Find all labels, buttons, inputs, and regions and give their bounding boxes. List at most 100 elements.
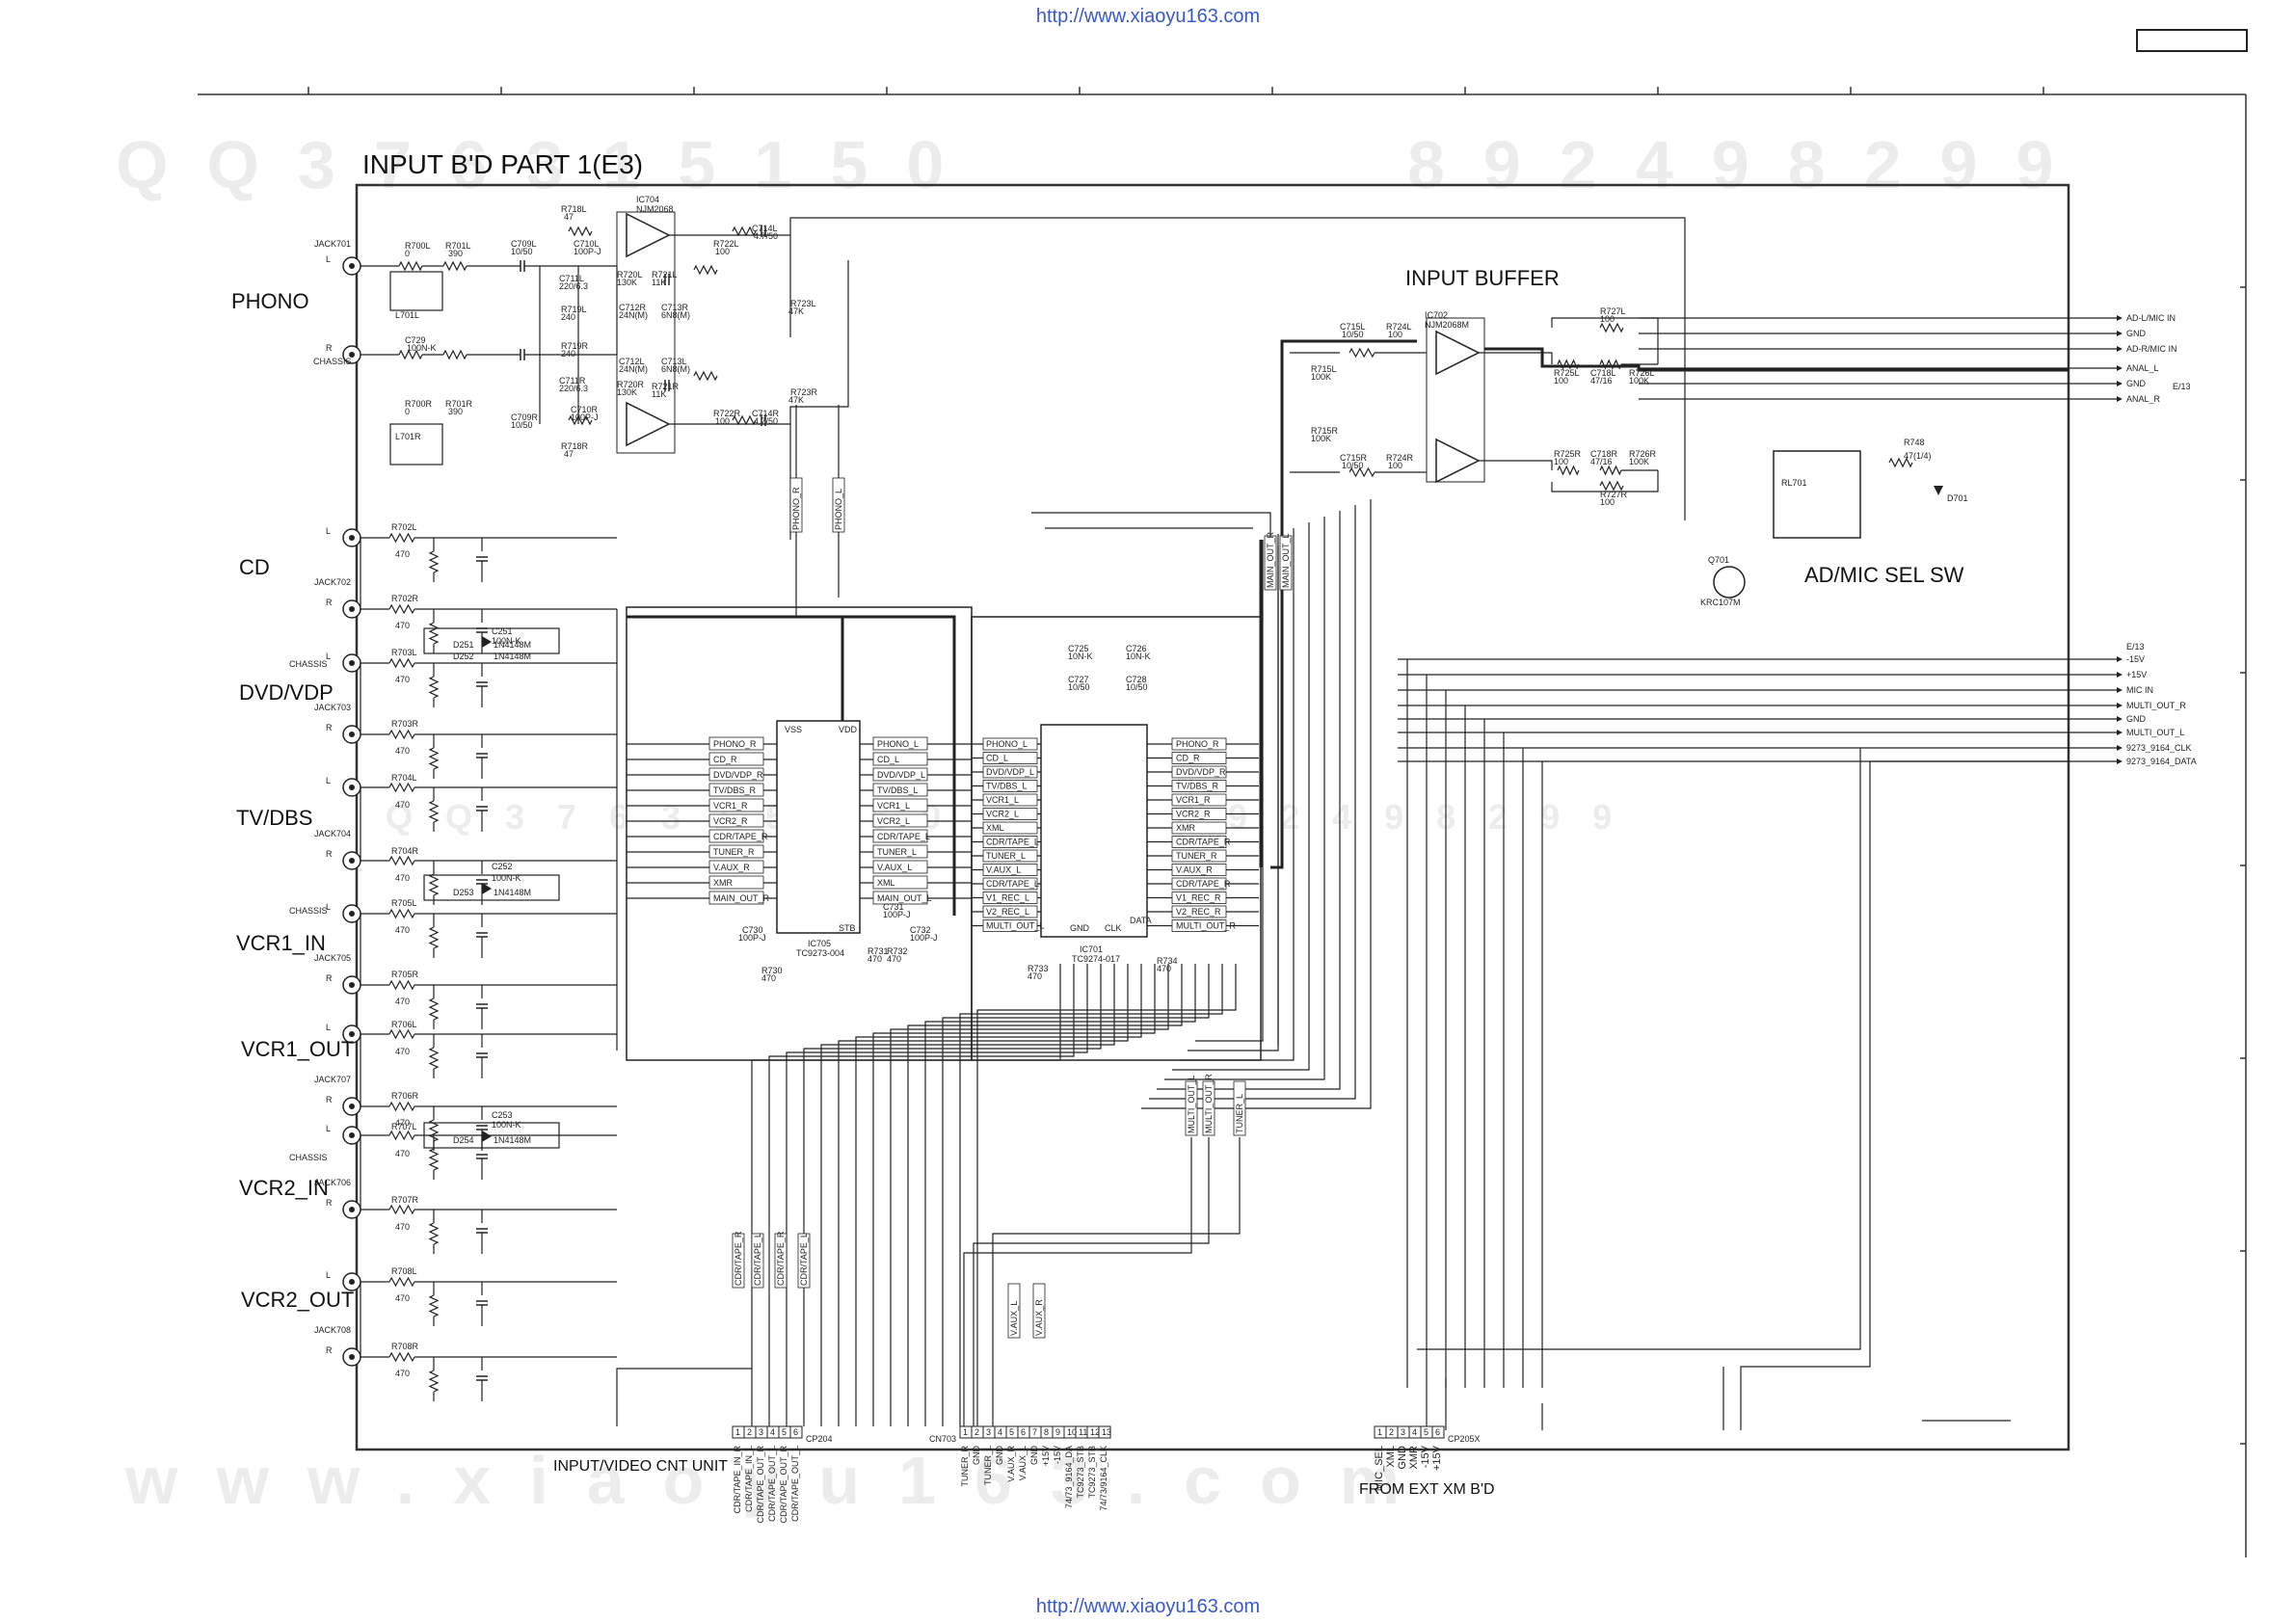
resistor	[1348, 347, 1375, 359]
resistor	[1557, 359, 1580, 370]
jack-channel-L: L	[326, 776, 331, 785]
ic701-right-tag: VCR2_R	[1176, 810, 1211, 819]
right-ref-g2: E/13	[2126, 642, 2145, 652]
ic-component-label: GND	[1070, 923, 1090, 933]
jack-resistor-val: 470	[395, 1118, 410, 1128]
vertical-bus-tag	[789, 477, 803, 533]
bus-tag	[982, 864, 1038, 876]
phono-component-label: R718L	[561, 204, 587, 214]
right-ref-g1: E/13	[2173, 382, 2191, 391]
ic-component-label: C731	[883, 902, 904, 912]
chassis-label: CHASSIS	[289, 659, 328, 669]
cp204-ref: CP204	[806, 1434, 833, 1444]
d701-ref: D701	[1947, 493, 1968, 503]
chassis-label: CHASSIS	[289, 906, 328, 916]
cp204-pin-number: 3	[759, 1427, 763, 1437]
input-label-6: VCR2_IN	[239, 1176, 329, 1200]
resistor	[568, 414, 593, 426]
right-signal-g1: GND	[2126, 379, 2147, 388]
input-label-3: TV/DBS	[236, 806, 312, 830]
right-signal-g1: ANAL_L	[2126, 363, 2159, 373]
jack-resistor-ref: R708R	[391, 1342, 419, 1351]
ic701-left-tag: TUNER_L	[986, 851, 1026, 861]
resistor	[388, 1130, 415, 1141]
ic701-left-tag: VCR2_L	[986, 810, 1019, 819]
ic-component-label: C730	[742, 925, 763, 935]
resistor	[428, 1222, 440, 1245]
ic705-left-tag: TUNER_R	[713, 847, 755, 857]
ic-component-label: C728	[1126, 675, 1147, 684]
resistor	[388, 603, 415, 615]
resistor	[428, 873, 440, 896]
cp204-pin-label: CDR/TAPE_OUT_L	[790, 1446, 800, 1522]
buffer-component-label: 100	[1554, 457, 1568, 466]
phono-component-label: C710R	[571, 405, 599, 414]
frame-ticks	[307, 87, 2246, 1445]
ic-component-label: 470	[761, 973, 776, 983]
ic-component-label: 100P-J	[738, 933, 766, 943]
ic704-part: NJM2068	[636, 204, 674, 214]
cp205x-pin-label: GND	[1397, 1446, 1408, 1470]
phono-component-label: R701R	[445, 399, 473, 409]
bus-tag	[708, 891, 764, 905]
bus-tag	[1171, 808, 1227, 820]
rca-jack-pin	[349, 982, 355, 988]
rca-jack-pin	[349, 1031, 355, 1037]
vertical-bus-tag	[1032, 1283, 1046, 1339]
resistor	[1599, 465, 1622, 476]
resistor	[428, 1370, 440, 1393]
bus-tag	[982, 752, 1038, 764]
phono-component-label: 4.7/50	[754, 231, 778, 241]
phono-component-label: C712R	[619, 303, 647, 312]
rca-jack-pin	[349, 911, 355, 917]
phono-component-label: C713L	[661, 357, 687, 366]
top-url[interactable]: http://www.xiaoyu163.com	[1035, 6, 1261, 27]
resistor	[428, 998, 440, 1021]
ic701-right-tag: MULTI_OUT_R	[1176, 921, 1236, 931]
ic-component-label: 10N-K	[1126, 652, 1151, 661]
bottom-url[interactable]: http://www.xiaoyu163.com	[1035, 1596, 1261, 1617]
ic-component-label: R730	[761, 966, 783, 975]
jack-ref-0: JACK701	[314, 239, 351, 249]
bus-tag	[708, 798, 764, 812]
jack-channel-R: R	[326, 973, 333, 983]
cp204-pin	[789, 1425, 803, 1439]
resistor	[428, 676, 440, 699]
cp204-pin-label: CDR/TAPE_OUT_L	[767, 1446, 777, 1522]
phono-component-label: C710L	[574, 239, 600, 249]
cp204-pin-number: 2	[747, 1427, 752, 1437]
buffer-component-label: R727R	[1600, 490, 1628, 499]
right-signal-g1: GND	[2126, 329, 2147, 338]
cp204-pin-label: CDR/TAPE_OUT_R	[779, 1446, 788, 1524]
ic701-left-tag: XML	[986, 823, 1004, 833]
bus-tag	[708, 813, 764, 828]
vertical-bus-tag	[1202, 1080, 1215, 1136]
vertical-tag: TUNER_L	[1235, 1094, 1244, 1133]
phono-component-label: 0	[405, 407, 410, 416]
buffer-component-label: 100	[1388, 461, 1402, 470]
ic701-left-tag: DVD/VDP_L	[986, 767, 1034, 777]
watermark-text: 892498299	[1176, 797, 1644, 837]
jack-channel-L: L	[326, 1124, 331, 1133]
ic-component-label: 10N-K	[1068, 652, 1093, 661]
cp205x-pin-label: MIC_SEL	[1374, 1446, 1385, 1491]
ic701-right-tag: V2_REC_R	[1176, 907, 1221, 917]
phono-component-label: 240	[561, 349, 575, 359]
resistor	[1599, 480, 1624, 492]
jack-resistor-ref: R702R	[391, 594, 419, 603]
resistor	[398, 349, 423, 360]
ic-component-label: VDD	[839, 725, 858, 734]
buffer-component-label: R715R	[1311, 426, 1339, 436]
cn703-pin-number: 8	[1044, 1427, 1049, 1437]
buffer-component-label: C715L	[1340, 322, 1366, 332]
rca-jack-pin	[349, 263, 355, 269]
ic701-right-tag: CDR/TAPE_R	[1176, 838, 1231, 847]
ic705-left-tag: CDR/TAPE_R	[713, 832, 768, 841]
ic701-right-tag: CD_R	[1176, 754, 1200, 763]
q701-part: KRC107M	[1700, 598, 1741, 607]
cp204-pin-label: CDR/TAPE_OUT_R	[756, 1446, 765, 1524]
jack-resistor-ref: R704L	[391, 773, 417, 783]
input-label-7: VCR2_OUT	[241, 1288, 354, 1312]
cn703-pin-number: 9	[1055, 1427, 1060, 1437]
